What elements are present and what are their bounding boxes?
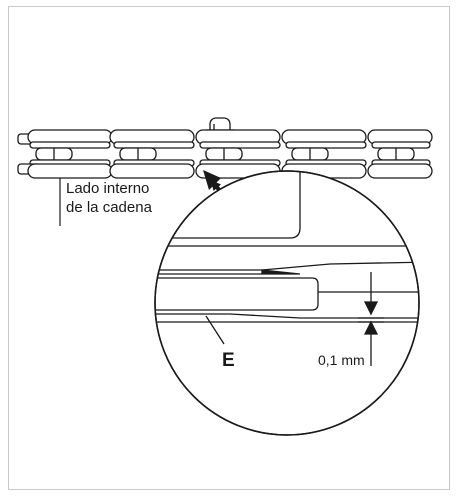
inner-side-label-line2: de la cadena — [66, 199, 153, 216]
measurement-label: 0,1 mm — [318, 352, 365, 368]
dimension-arrows-icon — [358, 272, 384, 366]
chain — [17, 117, 433, 179]
outer-plates-top — [17, 129, 433, 145]
inner-plates-top — [29, 141, 431, 149]
outer-plates-bottom — [17, 163, 433, 179]
rollers — [35, 147, 415, 161]
arrow-head — [203, 170, 221, 190]
callout-letter-e: E — [222, 350, 235, 371]
zoom-detail — [154, 170, 420, 436]
inner-side-label-line1: Lado interno — [66, 180, 149, 197]
